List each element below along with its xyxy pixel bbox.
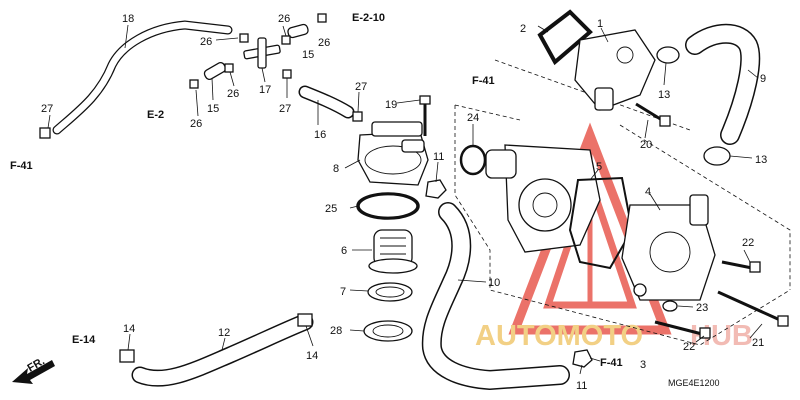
part-label-p24: 24 [467, 112, 479, 124]
watermark-text-automoto: AUTOMOTO [475, 320, 643, 352]
part-label-p21: 21 [752, 337, 764, 349]
nut-11-upper [425, 179, 447, 199]
ref-label-r_f41a: F-41 [10, 160, 33, 172]
clamps-small [39, 13, 363, 139]
part-label-p26d: 26 [190, 118, 202, 130]
washer-23 [662, 300, 678, 312]
ref-label-r_f41c: F-41 [600, 357, 623, 369]
part-label-p26b: 26 [278, 13, 290, 25]
clamp-13-upper [656, 46, 680, 64]
hose-12 [131, 313, 314, 387]
part-label-p18: 18 [122, 13, 134, 25]
part-label-p15b: 15 [207, 103, 219, 115]
part-label-p13b: 13 [755, 154, 767, 166]
front-arrow-icon [12, 360, 55, 384]
clamp-13-lower [703, 146, 731, 166]
bolt-21 [717, 290, 789, 327]
ref-label-r_e14: E-14 [72, 334, 96, 346]
part-label-p22b: 22 [683, 341, 695, 353]
clamp-14-right [297, 313, 313, 327]
part-label-p2: 2 [520, 23, 526, 35]
hose-10 [421, 202, 570, 391]
part-label-p25: 25 [325, 203, 337, 215]
bolt-22-lower [654, 320, 711, 339]
part-label-p19: 19 [385, 99, 397, 111]
water-pipe-1 [574, 29, 656, 111]
hose-18 [52, 20, 233, 135]
part-label-p20: 20 [640, 139, 652, 151]
leader-lines [47, 13, 763, 375]
part-label-p22a: 22 [742, 237, 754, 249]
part-label-p11b: 11 [576, 380, 587, 392]
o-ring-24 [459, 144, 487, 176]
assembly-frames [454, 59, 791, 346]
joint-17 [243, 37, 281, 69]
part-label-p16: 16 [314, 129, 326, 141]
bolt-20 [635, 102, 671, 127]
seal-7 [367, 282, 413, 302]
seal-28 [363, 320, 413, 342]
ref-label-r_e210: E-2-10 [352, 12, 385, 24]
part-label-p7: 7 [340, 286, 346, 298]
o-ring-25 [356, 192, 420, 220]
part-label-p8: 8 [333, 163, 339, 175]
thermostat-6 [368, 229, 418, 274]
part-label-p12: 12 [218, 327, 230, 339]
part-label-p11a: 11 [433, 151, 444, 163]
part-label-p27a: 27 [41, 103, 53, 115]
part-label-p17: 17 [259, 84, 271, 96]
hose-16 [298, 85, 355, 119]
part-label-p13a: 13 [658, 89, 670, 101]
ref-label-r_e2: E-2 [147, 109, 164, 121]
hose-15-top [287, 23, 309, 39]
hose-9 [685, 23, 761, 145]
bolt-22-upper [721, 260, 761, 273]
part-label-p14b: 14 [306, 350, 318, 362]
part-label-p23: 23 [696, 302, 708, 314]
hose-15-left [203, 61, 227, 81]
water-pump-body [485, 144, 601, 253]
ref-label-r_f41b: F-41 [472, 75, 495, 87]
clamp-14-left [119, 349, 135, 363]
nut-11-lower [572, 349, 593, 368]
part-label-p3: 3 [640, 359, 646, 371]
pump-cover-4 [621, 194, 716, 301]
thermostat-housing-8 [357, 121, 429, 186]
part-label-p26a: 26 [200, 36, 212, 48]
gasket-5 [568, 176, 634, 270]
part-label-p26e: 26 [227, 88, 239, 100]
part-label-p9: 9 [760, 73, 766, 85]
part-label-p6: 6 [341, 245, 347, 257]
diagram-code: MGE4E1200 [668, 378, 720, 388]
part-label-p14a: 14 [123, 323, 135, 335]
part-label-p28: 28 [330, 325, 342, 337]
part-label-p5: 5 [596, 161, 602, 173]
part-label-p27c: 27 [279, 103, 291, 115]
part-label-p4: 4 [645, 186, 651, 198]
part-label-p1: 1 [597, 18, 603, 30]
gasket-2 [537, 9, 593, 66]
part-label-p10: 10 [488, 277, 500, 289]
part-label-p27b: 27 [355, 81, 367, 93]
part-label-p15a: 15 [302, 49, 314, 61]
part-label-p26c: 26 [318, 37, 330, 49]
